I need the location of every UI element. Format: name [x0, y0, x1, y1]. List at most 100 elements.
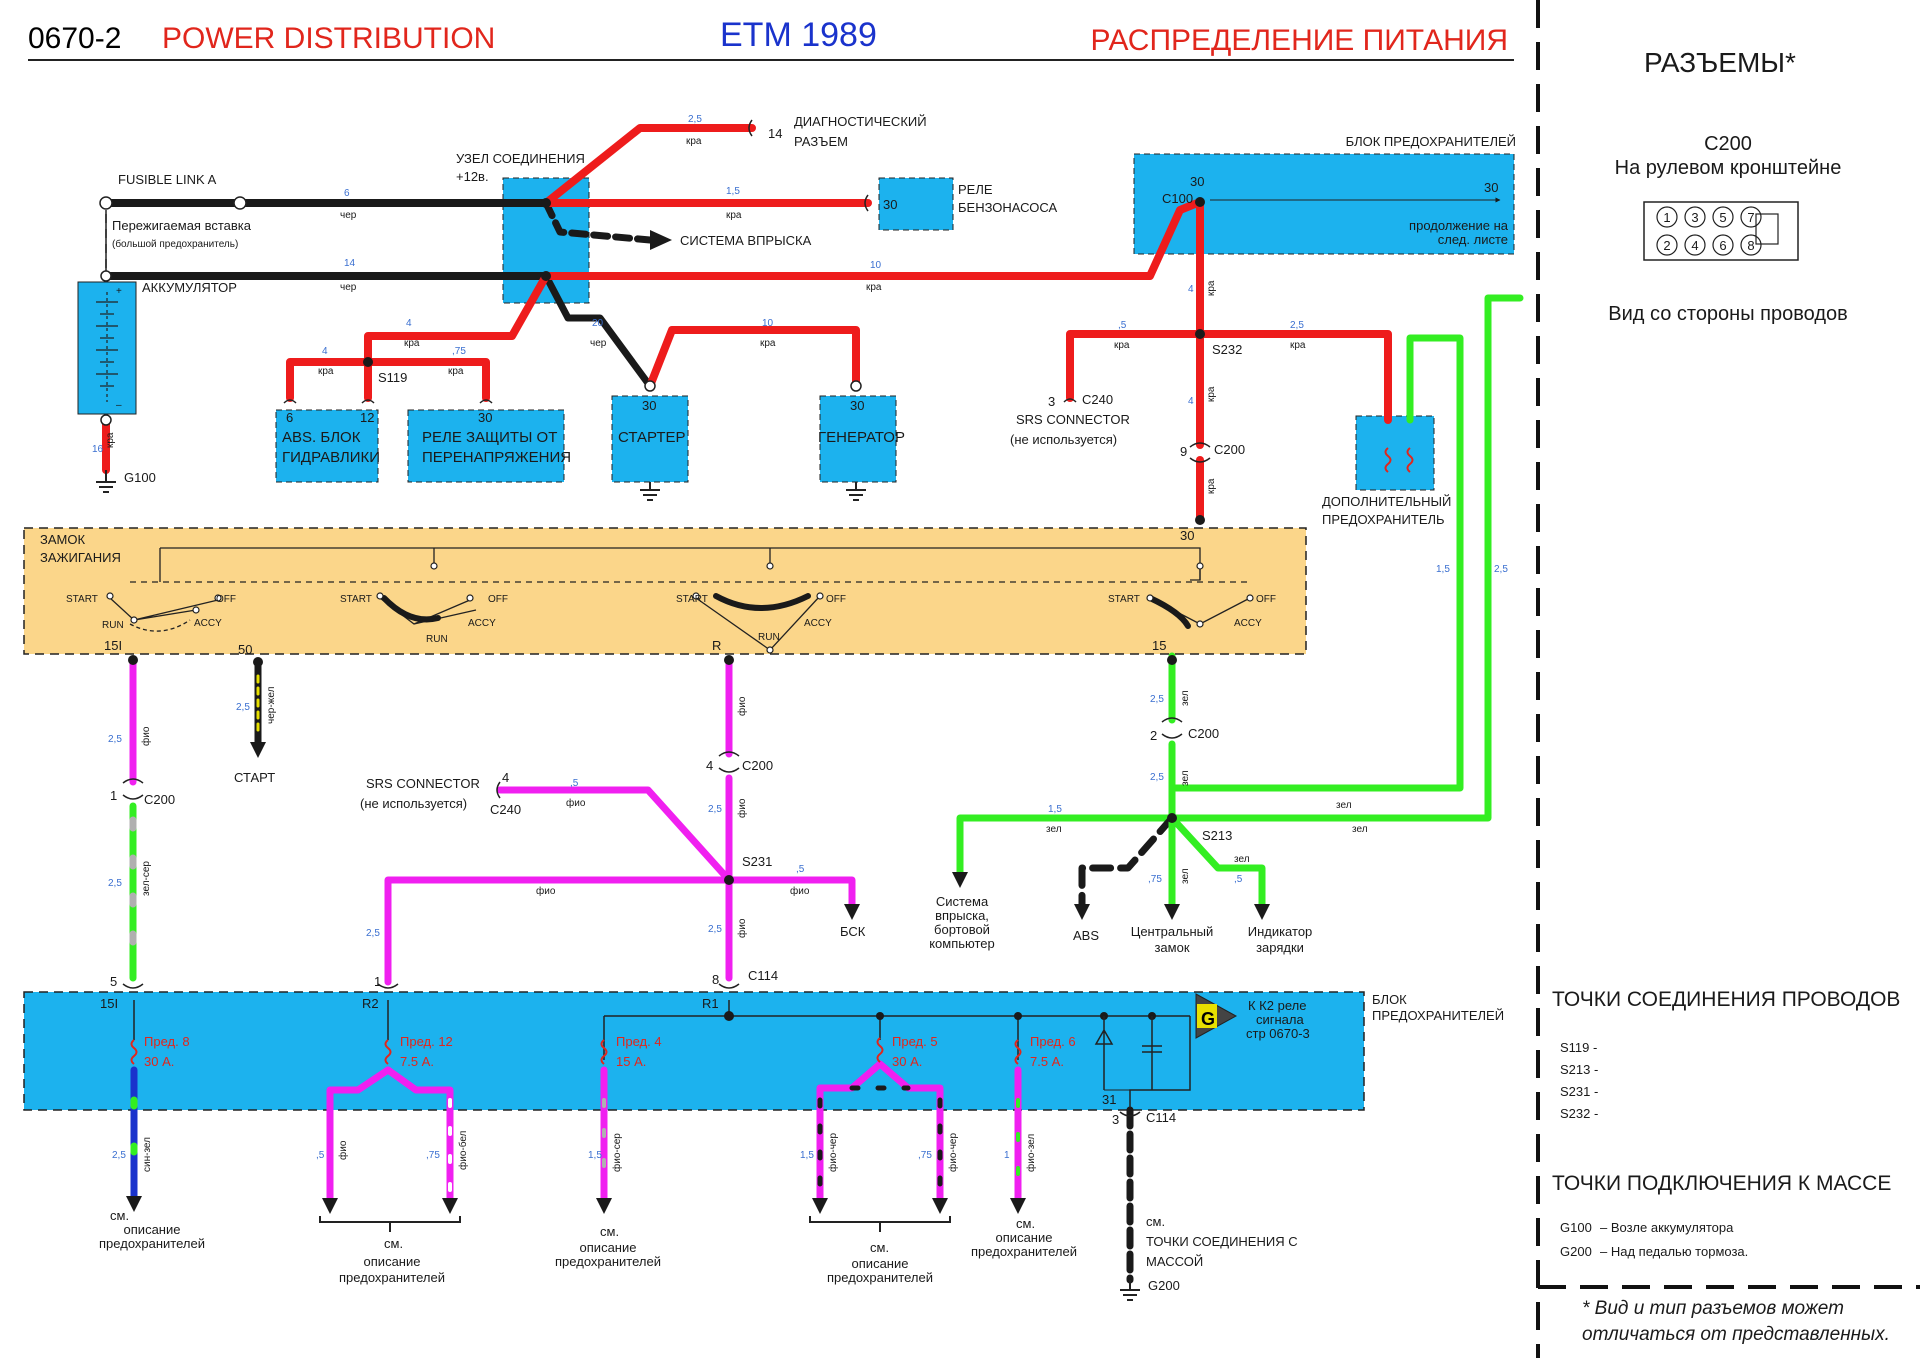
pin-2: 2: [1663, 238, 1670, 253]
pin-3: 3: [1691, 210, 1698, 225]
wl-49: 2,5: [366, 928, 380, 939]
abs-unit: [275, 409, 379, 483]
wl-3: 14: [344, 258, 356, 269]
see-fuses-1: предохранителей: [99, 1236, 205, 1251]
c240-label: C240: [1082, 392, 1113, 407]
wl-9: 10: [870, 260, 882, 271]
lock-1: Центральный: [1131, 924, 1214, 939]
ign-accy-4: ACCY: [1234, 618, 1262, 629]
charge-2: зарядки: [1256, 940, 1304, 955]
wl-29: 2,5: [1494, 564, 1508, 575]
wl-57: кра: [105, 432, 116, 448]
c200-title: C200: [1704, 133, 1752, 155]
pin-1: 1: [1663, 210, 1670, 225]
wl-53: 1,5: [588, 1150, 602, 1161]
wl-13: 10: [762, 318, 774, 329]
battery-label: АККУМУЛЯТОР: [142, 280, 237, 295]
wl-31: зел: [1352, 824, 1368, 835]
pin-8: 8: [1747, 238, 1754, 253]
fuse-5-name: Пред. 5: [892, 1034, 938, 1049]
wl-59: кра: [1206, 386, 1217, 402]
wl-28: 1,5: [1436, 564, 1450, 575]
wl-25: кра: [1290, 340, 1306, 351]
extra-fuse-2: ПРЕДОХРАНИТЕЛЬ: [1322, 512, 1445, 527]
footnote-1: * Вид и тип разъемов может: [1582, 1298, 1844, 1319]
c200-label: C200: [1214, 442, 1245, 457]
ground-g100: G100: [1560, 1220, 1592, 1235]
overvoltage-relay: [407, 409, 565, 483]
wl-60: кра: [1206, 478, 1217, 494]
ign-accy-1: ACCY: [194, 618, 222, 629]
inj-3: бортовой: [934, 922, 990, 937]
wl-2: чер: [340, 210, 357, 221]
wl-73: фио-сер: [611, 1133, 623, 1172]
extra-fuse: [1355, 415, 1435, 491]
continue-1: продолжение на: [1409, 218, 1509, 233]
battery-plus: +: [116, 286, 122, 297]
wl-50: 2,5: [112, 1150, 126, 1161]
see-1: см.: [110, 1208, 129, 1223]
wl-66: фио: [736, 918, 748, 938]
ign-pin-15: 15: [1152, 638, 1166, 653]
wl-33: зел: [1046, 824, 1062, 835]
junction-block: [502, 177, 590, 304]
c200-location: На рулевом кронштейне: [1615, 157, 1842, 179]
ign-pin-50: 50: [238, 642, 252, 657]
see-6: см.: [1146, 1214, 1165, 1229]
fb-pin-8: 8: [712, 972, 719, 987]
ignition-switch: [23, 527, 1307, 655]
start-output: СТАРТ: [234, 770, 275, 785]
fusible-ru-sub: (большой предохранитель): [112, 238, 238, 250]
fuse-block-bottom-2: ПРЕДОХРАНИТЕЛЕЙ: [1372, 1008, 1504, 1023]
ign-off-1: OFF: [216, 594, 236, 605]
splice-s119: S119 -: [1560, 1040, 1597, 1055]
wl-36: ,75: [1148, 874, 1162, 885]
wl-7: 1,5: [726, 186, 740, 197]
s119-label: S119: [378, 370, 407, 385]
c114-label-2: C114: [1146, 1110, 1176, 1125]
c200-label-1: C200: [144, 792, 175, 807]
ign-off-4: OFF: [1256, 594, 1276, 605]
starter-pin: 30: [642, 398, 656, 413]
ign-start-4: START: [1108, 594, 1140, 605]
see-fuses-3: предохранителей: [555, 1254, 661, 1269]
see-desc-3: описание: [580, 1240, 637, 1255]
wl-17: 4: [322, 346, 328, 357]
wl-5: 2,5: [688, 114, 702, 125]
wl-37: ,5: [1234, 874, 1243, 885]
see-desc-5: описание: [996, 1230, 1053, 1245]
ign-start-2: START: [340, 594, 372, 605]
starter-label: СТАРТЕР: [618, 429, 686, 446]
wl-15: 4: [406, 318, 412, 329]
wl-67: зел: [1180, 690, 1191, 706]
battery-minus: –: [116, 400, 122, 411]
splice-s213: S213 -: [1560, 1062, 1598, 1077]
fusible-link-label: FUSIBLE LINK A: [118, 172, 217, 187]
wl-4: чер: [340, 282, 357, 293]
abs-label-1: ABS. БЛОК: [282, 429, 361, 446]
c200-label-2: C200: [742, 758, 773, 773]
grounds-title: ТОЧКИ ПОДКЛЮЧЕНИЯ К МАССЕ: [1552, 1172, 1891, 1195]
wl-52: ,75: [426, 1150, 440, 1161]
ground-label-2: МАССОЙ: [1146, 1254, 1203, 1269]
c240-label-2: C240: [490, 802, 521, 817]
fuse-4-name: Пред. 4: [616, 1034, 662, 1049]
wl-74: фио-чер: [827, 1133, 839, 1172]
wires: [102, 124, 1524, 1284]
c200-connector-icon: [1643, 201, 1799, 261]
wl-42: 2,5: [708, 804, 722, 815]
wl-23: кра: [1114, 340, 1130, 351]
pin-6: 6: [1719, 238, 1726, 253]
fuel-pump-relay: [878, 177, 954, 231]
pin-5: 5: [1719, 210, 1726, 225]
c200-pin-1: 1: [110, 788, 117, 803]
generator-pin: 30: [850, 398, 864, 413]
pin-30a: 30: [1190, 174, 1204, 189]
fb-r1: R1: [702, 996, 719, 1011]
pin-7: 7: [1747, 210, 1754, 225]
wl-68: зел: [1180, 770, 1191, 786]
abs-label-2: ГИДРАВЛИКИ: [282, 449, 380, 466]
wl-20: кра: [448, 366, 464, 377]
wl-1: 6: [344, 188, 350, 199]
wl-8: кра: [726, 210, 742, 221]
